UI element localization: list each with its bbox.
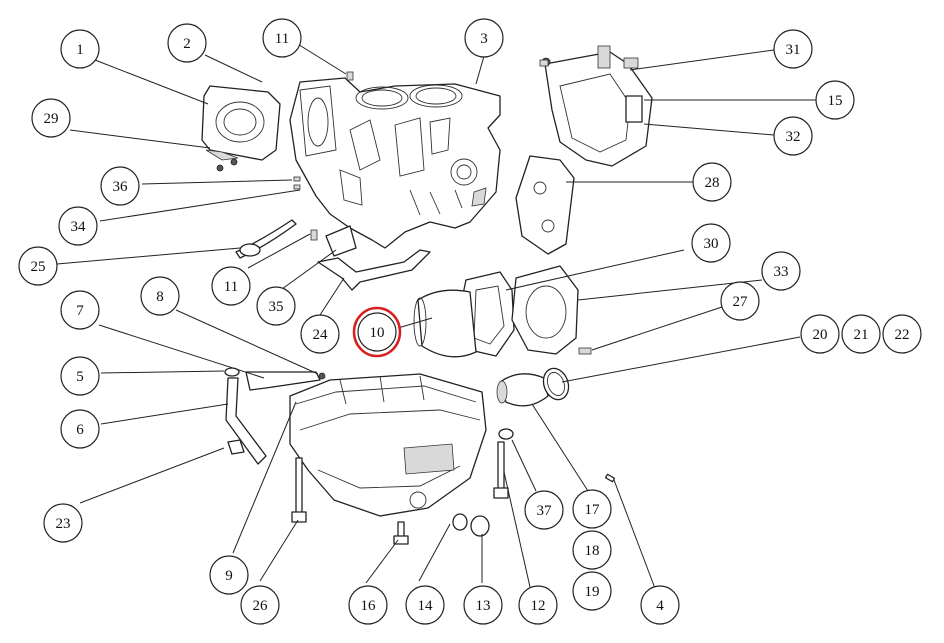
svg-text:16: 16 bbox=[361, 598, 377, 614]
callout-32[interactable]: 32 bbox=[773, 116, 813, 156]
callout-11-lower[interactable]: 11 bbox=[211, 266, 251, 306]
svg-text:4: 4 bbox=[656, 598, 664, 614]
callout-18[interactable]: 18 bbox=[572, 530, 612, 570]
callout-1[interactable]: 1 bbox=[60, 29, 100, 69]
svg-text:27: 27 bbox=[733, 294, 749, 310]
svg-text:19: 19 bbox=[585, 584, 600, 600]
dipstick-tube bbox=[235, 219, 297, 259]
callout-36[interactable]: 36 bbox=[100, 166, 140, 206]
svg-text:37: 37 bbox=[537, 503, 553, 519]
svg-text:13: 13 bbox=[476, 598, 491, 614]
callout-21[interactable]: 21 bbox=[841, 314, 881, 354]
svg-text:11: 11 bbox=[275, 31, 289, 47]
highlight-ring bbox=[352, 306, 402, 358]
svg-text:23: 23 bbox=[56, 516, 71, 532]
oil-filter bbox=[413, 289, 477, 358]
pipe-bracket bbox=[245, 371, 326, 391]
callout-15[interactable]: 15 bbox=[815, 80, 855, 120]
callout-33[interactable]: 33 bbox=[761, 251, 801, 291]
svg-text:33: 33 bbox=[774, 264, 789, 280]
callout-11-top[interactable]: 11 bbox=[262, 18, 302, 58]
svg-text:5: 5 bbox=[76, 369, 84, 385]
callout-27[interactable]: 27 bbox=[720, 281, 760, 321]
rear-cover bbox=[511, 265, 579, 355]
callout-17[interactable]: 17 bbox=[572, 489, 612, 529]
bearing-sleeve bbox=[496, 373, 549, 407]
svg-text:14: 14 bbox=[418, 598, 434, 614]
callout-7[interactable]: 7 bbox=[60, 290, 100, 330]
svg-text:26: 26 bbox=[253, 598, 269, 614]
callout-26[interactable]: 26 bbox=[240, 585, 280, 625]
callout-14[interactable]: 14 bbox=[405, 585, 445, 625]
callout-3[interactable]: 3 bbox=[464, 18, 504, 58]
svg-text:6: 6 bbox=[76, 422, 84, 438]
svg-text:10: 10 bbox=[370, 325, 385, 341]
svg-text:30: 30 bbox=[704, 236, 719, 252]
side-plate bbox=[515, 155, 575, 255]
timing-cover bbox=[541, 45, 653, 167]
svg-text:18: 18 bbox=[585, 543, 600, 559]
svg-text:22: 22 bbox=[895, 327, 910, 343]
svg-text:9: 9 bbox=[225, 568, 233, 584]
callout-4[interactable]: 4 bbox=[640, 585, 680, 625]
callout-16[interactable]: 16 bbox=[348, 585, 388, 625]
callout-28[interactable]: 28 bbox=[692, 162, 732, 202]
pin bbox=[604, 473, 616, 483]
svg-text:17: 17 bbox=[585, 502, 601, 518]
callout-29[interactable]: 29 bbox=[31, 98, 71, 138]
callout-22[interactable]: 22 bbox=[882, 314, 922, 354]
svg-text:3: 3 bbox=[480, 31, 488, 47]
callout-30[interactable]: 30 bbox=[691, 223, 731, 263]
drain-plug bbox=[452, 428, 514, 537]
callout-2[interactable]: 2 bbox=[167, 23, 207, 63]
svg-text:15: 15 bbox=[828, 93, 843, 109]
callout-34[interactable]: 34 bbox=[58, 206, 98, 246]
svg-text:31: 31 bbox=[786, 42, 801, 58]
svg-text:29: 29 bbox=[44, 111, 59, 127]
oil-pipe bbox=[224, 367, 267, 465]
small-fasteners bbox=[293, 59, 592, 355]
callout-25[interactable]: 25 bbox=[18, 246, 58, 286]
svg-text:8: 8 bbox=[156, 289, 164, 305]
svg-text:34: 34 bbox=[71, 219, 87, 235]
callout-5[interactable]: 5 bbox=[60, 356, 100, 396]
oil-pan bbox=[289, 373, 487, 517]
callout-8[interactable]: 8 bbox=[140, 276, 180, 316]
svg-text:25: 25 bbox=[31, 259, 46, 275]
svg-text:2: 2 bbox=[183, 36, 191, 52]
callout-10[interactable]: 10 bbox=[357, 312, 397, 352]
leader-lines bbox=[56, 37, 816, 592]
engine-block bbox=[289, 77, 501, 249]
callout-13[interactable]: 13 bbox=[463, 585, 503, 625]
callout-19[interactable]: 19 bbox=[572, 571, 612, 611]
svg-text:21: 21 bbox=[854, 327, 869, 343]
pan-bolts bbox=[291, 441, 509, 545]
callout-12[interactable]: 12 bbox=[518, 585, 558, 625]
svg-text:35: 35 bbox=[269, 299, 284, 315]
svg-text:28: 28 bbox=[705, 175, 720, 191]
callout-6[interactable]: 6 bbox=[60, 409, 100, 449]
svg-text:7: 7 bbox=[76, 303, 84, 319]
svg-text:20: 20 bbox=[813, 327, 828, 343]
svg-text:24: 24 bbox=[313, 327, 329, 343]
callout-20[interactable]: 20 bbox=[800, 314, 840, 354]
bracket bbox=[325, 225, 357, 257]
svg-text:36: 36 bbox=[113, 179, 129, 195]
callout-35[interactable]: 35 bbox=[256, 286, 296, 326]
svg-text:32: 32 bbox=[786, 129, 801, 145]
callout-23[interactable]: 23 bbox=[43, 503, 83, 543]
throttle-body bbox=[201, 85, 281, 172]
svg-text:12: 12 bbox=[531, 598, 546, 614]
callout-24[interactable]: 24 bbox=[300, 314, 340, 354]
callout-37[interactable]: 37 bbox=[524, 490, 564, 530]
oil-baffle bbox=[317, 249, 431, 291]
callout-9[interactable]: 9 bbox=[209, 555, 249, 595]
svg-text:11: 11 bbox=[224, 279, 238, 295]
callout-31[interactable]: 31 bbox=[773, 29, 813, 69]
svg-text:1: 1 bbox=[76, 42, 84, 58]
